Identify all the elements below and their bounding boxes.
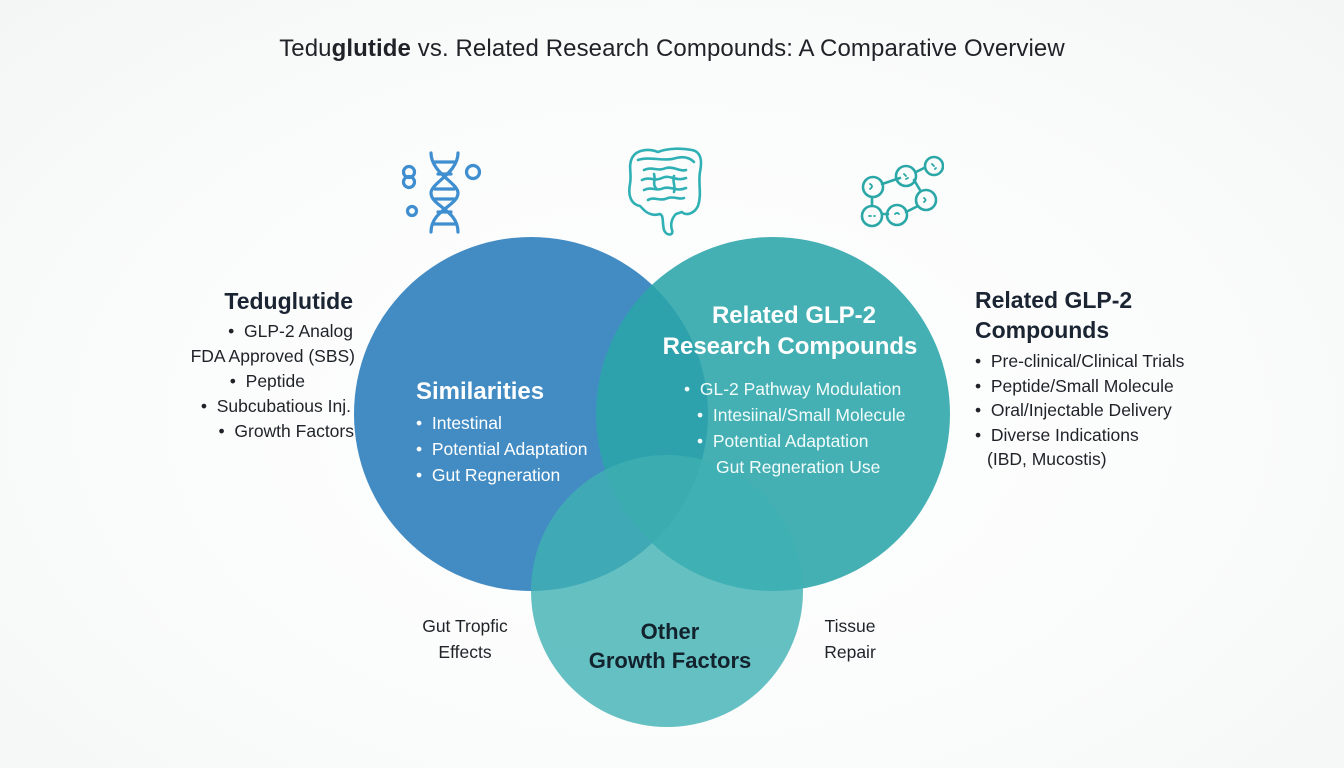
related-compounds-heading-line1: Related GLP-2 — [975, 287, 1133, 313]
teduglutide-item: FDA Approved (SBS) — [190, 346, 355, 366]
related-compounds-panel: Related GLP-2 Compounds Pre-clinical/Cli… — [975, 285, 1235, 472]
similarities-item: Potential Adaptation — [416, 436, 626, 462]
title-prefix-bold: glutide — [331, 35, 411, 62]
related-compounds-item: (IBD, Mucostis) — [987, 449, 1107, 469]
intestine-icon — [624, 144, 706, 243]
similarities-item: Intestinal — [416, 410, 626, 436]
tissue-repair-line2: Repair — [824, 642, 876, 662]
other-growth-factors-heading: Other Growth Factors — [560, 617, 780, 675]
gut-tropfic-line2: Effects — [438, 642, 492, 662]
research-compounds-item: Intesiinal/Small Molecule — [684, 402, 944, 428]
dna-helix-icon — [398, 148, 488, 241]
title-prefix-regular: Tedu — [279, 35, 332, 62]
title-rest: vs. Related Research Compounds: A Compar… — [411, 35, 1065, 62]
similarities-panel: Similarities Intestinal Potential Adapta… — [416, 378, 626, 488]
teduglutide-item: Peptide — [160, 369, 355, 394]
related-compounds-heading-line2: Compounds — [975, 317, 1110, 343]
molecule-network-icon — [858, 154, 945, 235]
research-compounds-item: Gut Regneration Use — [716, 457, 881, 477]
teduglutide-panel: Teduglutide GLP-2 Analog FDA Approved (S… — [160, 288, 355, 444]
page-title: Teduglutide vs. Related Research Compoun… — [0, 35, 1344, 63]
research-compounds-item: GL-2 Pathway Modulation — [684, 376, 944, 402]
other-growth-factors-line2: Growth Factors — [588, 648, 752, 673]
teduglutide-item: GLP-2 Analog — [160, 319, 355, 344]
research-compounds-heading-line2: Research Compounds — [662, 333, 918, 360]
related-compounds-item: Oral/Injectable Delivery — [975, 398, 1235, 423]
gut-tropfic-line1: Gut Tropfic — [422, 616, 508, 636]
similarities-item: Gut Regneration — [416, 462, 626, 488]
related-compounds-item: Pre-clinical/Clinical Trials — [975, 349, 1235, 374]
teduglutide-heading: Teduglutide — [224, 288, 353, 314]
similarities-heading: Similarities — [416, 378, 545, 405]
teduglutide-item: Subcubatious Inj. — [160, 394, 355, 419]
research-compounds-items: GL-2 Pathway Modulation Intesiinal/Small… — [684, 376, 944, 480]
research-compounds-item: Potential Adaptation — [684, 428, 944, 454]
tissue-repair-line1: Tissue — [824, 616, 876, 636]
other-growth-factors-circle — [531, 455, 803, 727]
related-compounds-item: Diverse Indications — [975, 423, 1235, 448]
gut-tropfic-effects-label: Gut Tropfic Effects — [400, 613, 530, 665]
teduglutide-item: Growth Factors — [160, 419, 355, 444]
research-compounds-heading: Related GLP-2 Research Compounds — [630, 300, 950, 362]
other-growth-factors-line1: Other — [640, 619, 700, 644]
tissue-repair-label: Tissue Repair — [800, 613, 900, 665]
research-compounds-heading-line1: Related GLP-2 — [711, 302, 877, 329]
related-compounds-item: Peptide/Small Molecule — [975, 374, 1235, 399]
